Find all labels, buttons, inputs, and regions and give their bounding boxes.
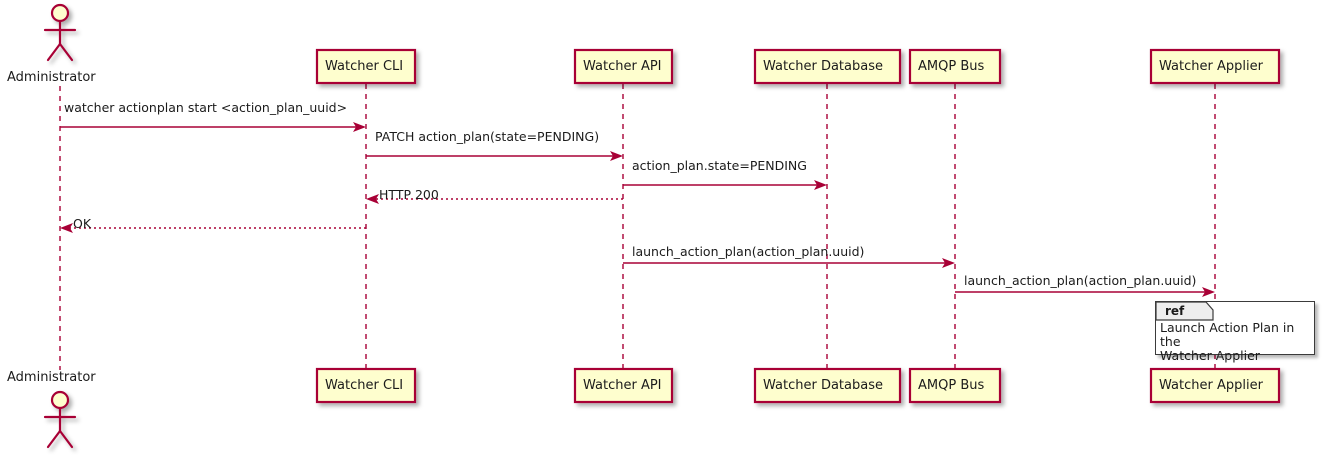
message-label-msg-5: OK xyxy=(73,216,92,231)
actor-head-icon xyxy=(50,390,70,410)
actor-head-icon xyxy=(50,3,70,23)
participant-box-watcher-api-bottom[interactable] xyxy=(573,367,674,404)
participant-box-watcher-database-bottom[interactable] xyxy=(753,367,902,404)
participant-boxes-top xyxy=(315,48,1281,85)
participant-label-watcher-database-bottom: Watcher Database xyxy=(763,378,883,393)
ref-fragment[interactable]: ref Launch Action Plan in the Watcher Ap… xyxy=(1155,301,1315,363)
ref-keyword-label: ref xyxy=(1165,304,1185,318)
participant-box-amqp-bus-top[interactable] xyxy=(908,48,1002,85)
participant-label-watcher-cli-top: Watcher CLI xyxy=(325,59,404,74)
participant-box-watcher-applier-top[interactable] xyxy=(1149,48,1281,85)
participant-label-amqp-bus-top: AMQP Bus xyxy=(918,59,985,74)
message-label-msg-3: action_plan.state=PENDING xyxy=(632,158,807,173)
participant-box-watcher-applier-bottom[interactable] xyxy=(1149,367,1281,404)
message-arrow-msg-5 xyxy=(60,223,366,233)
actor-leg-right-icon xyxy=(58,42,74,62)
participant-label-watcher-cli-bottom: Watcher CLI xyxy=(325,378,404,393)
participant-label-watcher-applier-top: Watcher Applier xyxy=(1159,59,1263,74)
message-arrow-msg-3 xyxy=(623,180,827,190)
message-arrow-msg-7 xyxy=(955,287,1215,297)
participant-box-watcher-cli-bottom[interactable] xyxy=(315,367,417,404)
message-label-msg-7: launch_action_plan(action_plan.uuid) xyxy=(964,273,1197,288)
actor-label-administrator-top: Administrator xyxy=(7,70,96,85)
message-arrow-msg-1 xyxy=(60,122,366,132)
actor-leg-left-icon xyxy=(46,429,62,449)
message-label-msg-4: HTTP 200 xyxy=(379,187,439,202)
actor-administrator-bottom xyxy=(43,390,77,449)
participant-label-watcher-api-bottom: Watcher API xyxy=(583,378,662,393)
participant-label-watcher-database-top: Watcher Database xyxy=(763,59,883,74)
message-label-msg-1: watcher actionplan start <action_plan_uu… xyxy=(64,100,348,115)
actor-leg-left-icon xyxy=(46,42,62,62)
ref-body-text: Launch Action Plan in the Watcher Applie… xyxy=(1160,321,1314,363)
participant-label-amqp-bus-bottom: AMQP Bus xyxy=(918,378,985,393)
participant-box-watcher-api-top[interactable] xyxy=(573,48,674,85)
participant-box-amqp-bus-bottom[interactable] xyxy=(908,367,1002,404)
message-label-msg-2: PATCH action_plan(state=PENDING) xyxy=(375,129,600,144)
message-arrow-msg-6 xyxy=(623,258,955,268)
participant-label-watcher-applier-bottom: Watcher Applier xyxy=(1159,378,1263,393)
ref-text-line-2: Watcher Applier xyxy=(1160,348,1260,363)
participant-box-watcher-database-top[interactable] xyxy=(753,48,902,85)
ref-text-line-1: Launch Action Plan in the xyxy=(1160,320,1295,349)
message-arrows xyxy=(60,122,1215,297)
participant-box-watcher-cli-top[interactable] xyxy=(315,48,417,85)
actor-administrator-top xyxy=(43,3,77,62)
message-arrow-msg-4 xyxy=(366,194,623,204)
actor-leg-right-icon xyxy=(58,429,74,449)
message-label-msg-6: launch_action_plan(action_plan.uuid) xyxy=(632,244,865,259)
participant-boxes-bottom xyxy=(315,367,1281,404)
actor-label-administrator-bottom: Administrator xyxy=(7,370,96,385)
message-arrow-msg-2 xyxy=(366,151,623,161)
ref-tab-shape xyxy=(1156,302,1214,321)
participant-label-watcher-api-top: Watcher API xyxy=(583,59,662,74)
